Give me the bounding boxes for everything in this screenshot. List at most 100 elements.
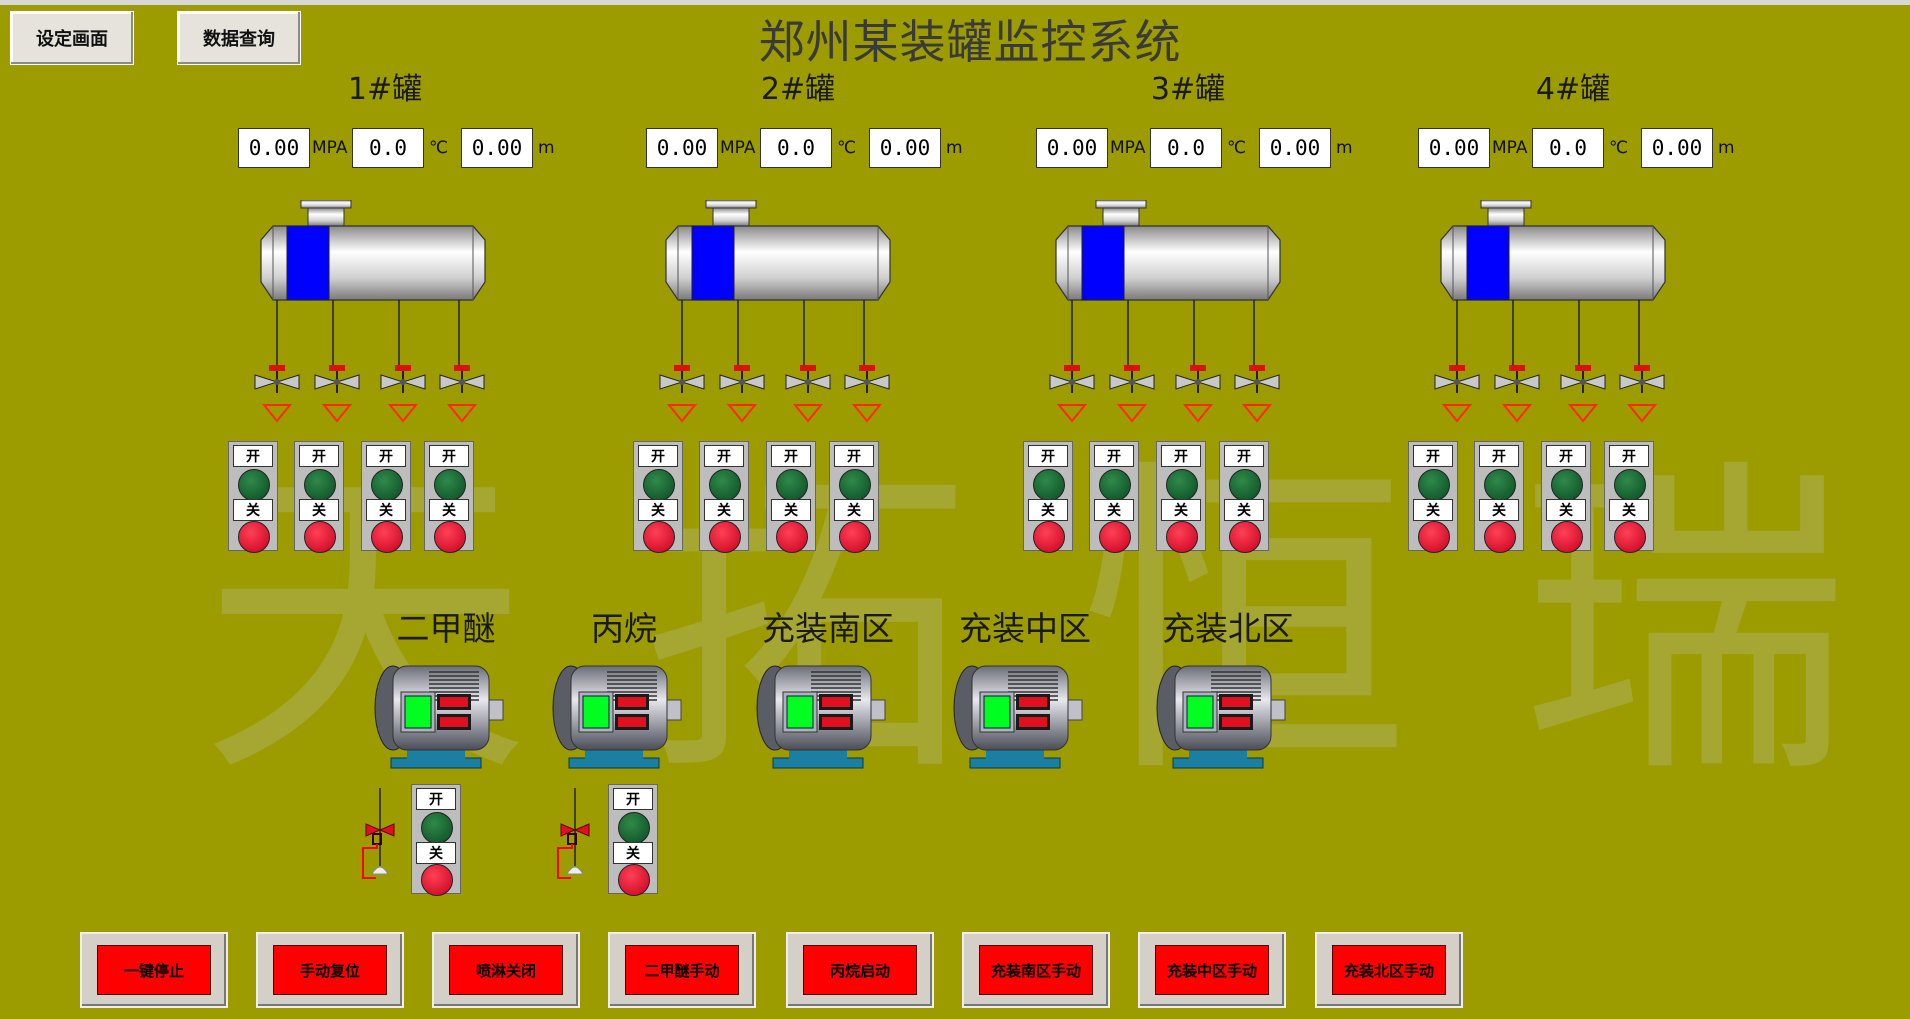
close-indicator-lamp[interactable] — [421, 864, 453, 896]
open-indicator-lamp[interactable] — [709, 469, 741, 501]
butterfly-valve[interactable] — [1558, 365, 1608, 425]
off-label: 关 — [704, 499, 744, 521]
open-indicator-lamp[interactable] — [1484, 469, 1516, 501]
close-indicator-lamp[interactable] — [618, 864, 650, 896]
open-indicator-lamp[interactable] — [1229, 469, 1261, 501]
tank-1-valve-2-switch: 开关 — [294, 441, 344, 553]
off-label: 关 — [1161, 499, 1201, 521]
level-field[interactable]: 0.00 — [1641, 128, 1713, 168]
pump-motor[interactable] — [549, 658, 687, 774]
close-indicator-lamp[interactable] — [304, 521, 336, 553]
on-label: 开 — [613, 788, 653, 810]
pressure-field[interactable]: 0.00 — [1418, 128, 1490, 168]
level-field[interactable]: 0.00 — [1259, 128, 1331, 168]
close-indicator-lamp[interactable] — [776, 521, 808, 553]
close-indicator-lamp[interactable] — [1229, 521, 1261, 553]
butterfly-valve[interactable] — [783, 365, 833, 425]
open-indicator-lamp[interactable] — [776, 469, 808, 501]
close-indicator-lamp[interactable] — [1033, 521, 1065, 553]
close-indicator-lamp[interactable] — [1099, 521, 1131, 553]
close-indicator-lamp[interactable] — [371, 521, 403, 553]
butterfly-valve[interactable] — [842, 365, 892, 425]
settings-screen-button[interactable]: 设定画面 — [10, 11, 134, 65]
open-indicator-lamp[interactable] — [371, 469, 403, 501]
on-label: 开 — [1413, 445, 1453, 467]
pump-motor[interactable] — [371, 658, 509, 774]
temperature-unit: ℃ — [429, 138, 449, 158]
on-label: 开 — [1094, 445, 1134, 467]
tank-title: 1#罐 — [347, 72, 423, 107]
control-button[interactable]: 丙烷启动 — [786, 932, 934, 1008]
butterfly-valve[interactable] — [657, 365, 707, 425]
butterfly-valve[interactable] — [312, 365, 362, 425]
butterfly-valve[interactable] — [717, 365, 767, 425]
on-label: 开 — [416, 788, 456, 810]
level-valve-2-switch: 开关 — [608, 784, 658, 896]
pressure-field[interactable]: 0.00 — [1036, 128, 1108, 168]
temperature-field[interactable]: 0.0 — [1532, 128, 1604, 168]
butterfly-valve[interactable] — [252, 365, 302, 425]
on-label: 开 — [366, 445, 406, 467]
open-indicator-lamp[interactable] — [1418, 469, 1450, 501]
open-indicator-lamp[interactable] — [238, 469, 270, 501]
on-label: 开 — [1479, 445, 1519, 467]
close-indicator-lamp[interactable] — [839, 521, 871, 553]
close-indicator-lamp[interactable] — [238, 521, 270, 553]
close-indicator-lamp[interactable] — [1551, 521, 1583, 553]
level-field[interactable]: 0.00 — [869, 128, 941, 168]
level-unit: m — [1718, 138, 1735, 158]
close-indicator-lamp[interactable] — [1484, 521, 1516, 553]
open-indicator-lamp[interactable] — [618, 812, 650, 844]
open-indicator-lamp[interactable] — [643, 469, 675, 501]
control-button[interactable]: 充装南区手动 — [962, 932, 1110, 1008]
on-label: 开 — [1028, 445, 1068, 467]
temperature-field[interactable]: 0.0 — [352, 128, 424, 168]
open-indicator-lamp[interactable] — [839, 469, 871, 501]
close-indicator-lamp[interactable] — [434, 521, 466, 553]
butterfly-valve[interactable] — [437, 365, 487, 425]
close-indicator-lamp[interactable] — [709, 521, 741, 553]
open-indicator-lamp[interactable] — [304, 469, 336, 501]
open-indicator-lamp[interactable] — [1033, 469, 1065, 501]
butterfly-valve[interactable] — [1047, 365, 1097, 425]
close-indicator-lamp[interactable] — [643, 521, 675, 553]
open-indicator-lamp[interactable] — [434, 469, 466, 501]
control-button[interactable]: 充装中区手动 — [1138, 932, 1286, 1008]
butterfly-valve[interactable] — [1432, 365, 1482, 425]
butterfly-valve[interactable] — [378, 365, 428, 425]
level-field[interactable]: 0.00 — [461, 128, 533, 168]
float-level-valve[interactable] — [360, 786, 400, 886]
pressure-field[interactable]: 0.00 — [646, 128, 718, 168]
pump-motor[interactable] — [1153, 658, 1291, 774]
butterfly-valve[interactable] — [1173, 365, 1223, 425]
motor-label: 充装南区 — [762, 609, 894, 648]
close-indicator-lamp[interactable] — [1166, 521, 1198, 553]
butterfly-valve[interactable] — [1617, 365, 1667, 425]
control-button[interactable]: 充装北区手动 — [1315, 932, 1463, 1008]
temperature-field[interactable]: 0.0 — [1150, 128, 1222, 168]
open-indicator-lamp[interactable] — [1551, 469, 1583, 501]
close-indicator-lamp[interactable] — [1614, 521, 1646, 553]
pressure-field[interactable]: 0.00 — [238, 128, 310, 168]
open-indicator-lamp[interactable] — [1614, 469, 1646, 501]
control-button[interactable]: 二甲醚手动 — [608, 932, 756, 1008]
butterfly-valve[interactable] — [1492, 365, 1542, 425]
temperature-field[interactable]: 0.0 — [760, 128, 832, 168]
pump-motor[interactable] — [753, 658, 891, 774]
butterfly-valve[interactable] — [1107, 365, 1157, 425]
pump-motor[interactable] — [950, 658, 1088, 774]
open-indicator-lamp[interactable] — [1166, 469, 1198, 501]
tank-2-valve-2-switch: 开关 — [699, 441, 749, 553]
butterfly-valve[interactable] — [1232, 365, 1282, 425]
close-indicator-lamp[interactable] — [1418, 521, 1450, 553]
float-level-valve[interactable] — [555, 786, 595, 886]
data-query-button[interactable]: 数据查询 — [177, 11, 301, 65]
control-button[interactable]: 喷淋关闭 — [432, 932, 580, 1008]
control-button-label: 手动复位 — [273, 945, 387, 995]
control-button[interactable]: 一键停止 — [80, 932, 228, 1008]
control-button[interactable]: 手动复位 — [256, 932, 404, 1008]
level-unit: m — [1336, 138, 1353, 158]
open-indicator-lamp[interactable] — [421, 812, 453, 844]
tank-title: 2#罐 — [760, 72, 836, 107]
open-indicator-lamp[interactable] — [1099, 469, 1131, 501]
